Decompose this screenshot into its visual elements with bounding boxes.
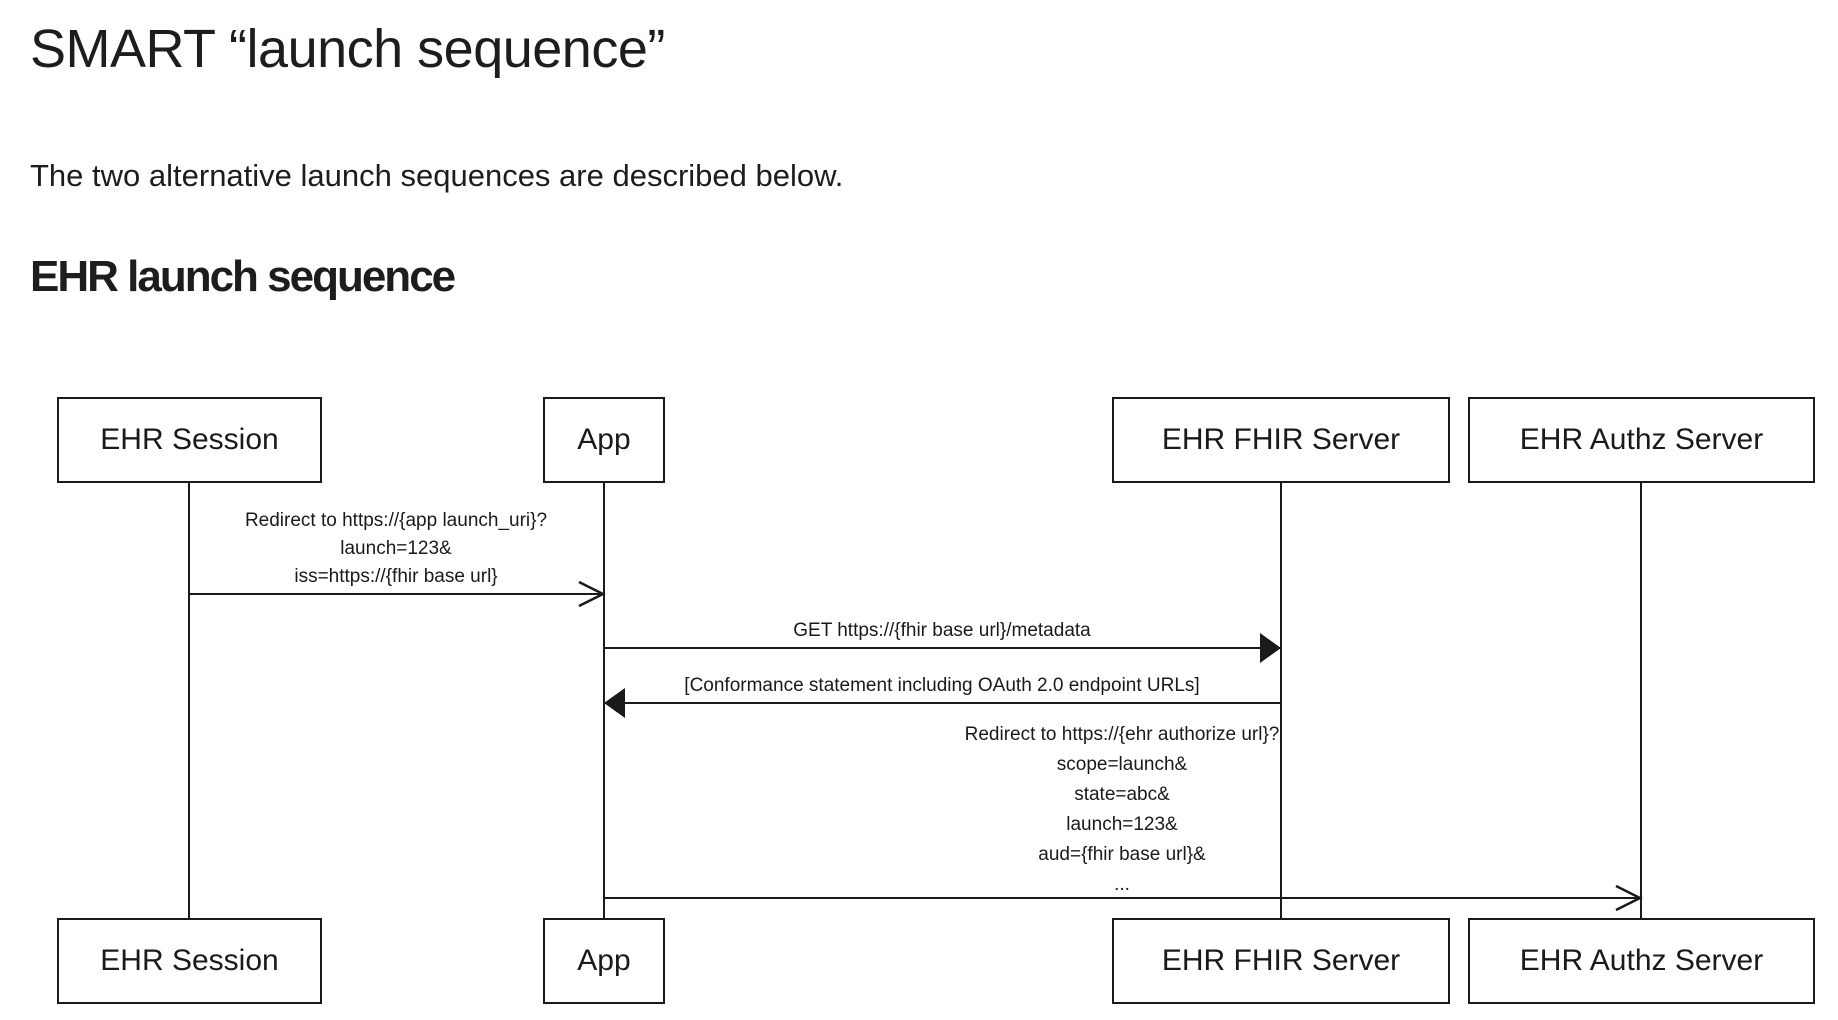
message-line-get-metadata xyxy=(604,647,1281,649)
message-label-redirect-to-authorize: Redirect to https://{ehr authorize url}?… xyxy=(964,724,1280,895)
actor-label: App xyxy=(577,423,631,456)
actor-label: App xyxy=(577,944,631,977)
lifeline-ehr-session xyxy=(188,483,190,918)
actor-box-ehr-authz-server-bottom: EHR Authz Server xyxy=(1468,918,1815,1004)
message-line-conformance-statement xyxy=(604,702,1281,704)
filled-arrowhead-right-icon xyxy=(1260,633,1281,663)
actor-label: EHR Authz Server xyxy=(1519,423,1764,456)
actor-label: EHR FHIR Server xyxy=(1161,423,1401,456)
message-label-conformance-statement: [Conformance statement including OAuth 2… xyxy=(684,675,1200,696)
intro-text: The two alternative launch sequences are… xyxy=(30,158,844,193)
actor-label: EHR FHIR Server xyxy=(1161,944,1401,977)
lifeline-ehr-authz-server xyxy=(1640,483,1642,918)
open-arrowhead-right-icon xyxy=(1615,884,1643,912)
filled-arrowhead-left-icon xyxy=(604,688,625,718)
actor-box-ehr-session-top: EHR Session xyxy=(57,397,322,483)
actor-label: EHR Session xyxy=(100,423,279,456)
actor-label: EHR Authz Server xyxy=(1519,944,1764,977)
message-label-redirect-to-app: Redirect to https://{app launch_uri}? la… xyxy=(244,510,548,587)
actor-box-app-bottom: App xyxy=(543,918,665,1004)
message-line-redirect-to-app xyxy=(189,593,604,595)
section-heading: EHR launch sequence xyxy=(30,252,456,301)
actor-box-ehr-fhir-server-top: EHR FHIR Server xyxy=(1112,397,1450,483)
message-label-get-metadata: GET https://{fhir base url}/metadata xyxy=(793,620,1091,641)
open-arrowhead-right-icon xyxy=(578,580,606,608)
actor-box-ehr-session-bottom: EHR Session xyxy=(57,918,322,1004)
actor-box-app-top: App xyxy=(543,397,665,483)
message-line-redirect-to-authorize xyxy=(604,897,1641,899)
actor-box-ehr-authz-server-top: EHR Authz Server xyxy=(1468,397,1815,483)
actor-box-ehr-fhir-server-bottom: EHR FHIR Server xyxy=(1112,918,1450,1004)
actor-label: EHR Session xyxy=(100,944,279,977)
page-title: SMART “launch sequence” xyxy=(30,19,665,79)
lifeline-ehr-fhir-server xyxy=(1280,483,1282,918)
